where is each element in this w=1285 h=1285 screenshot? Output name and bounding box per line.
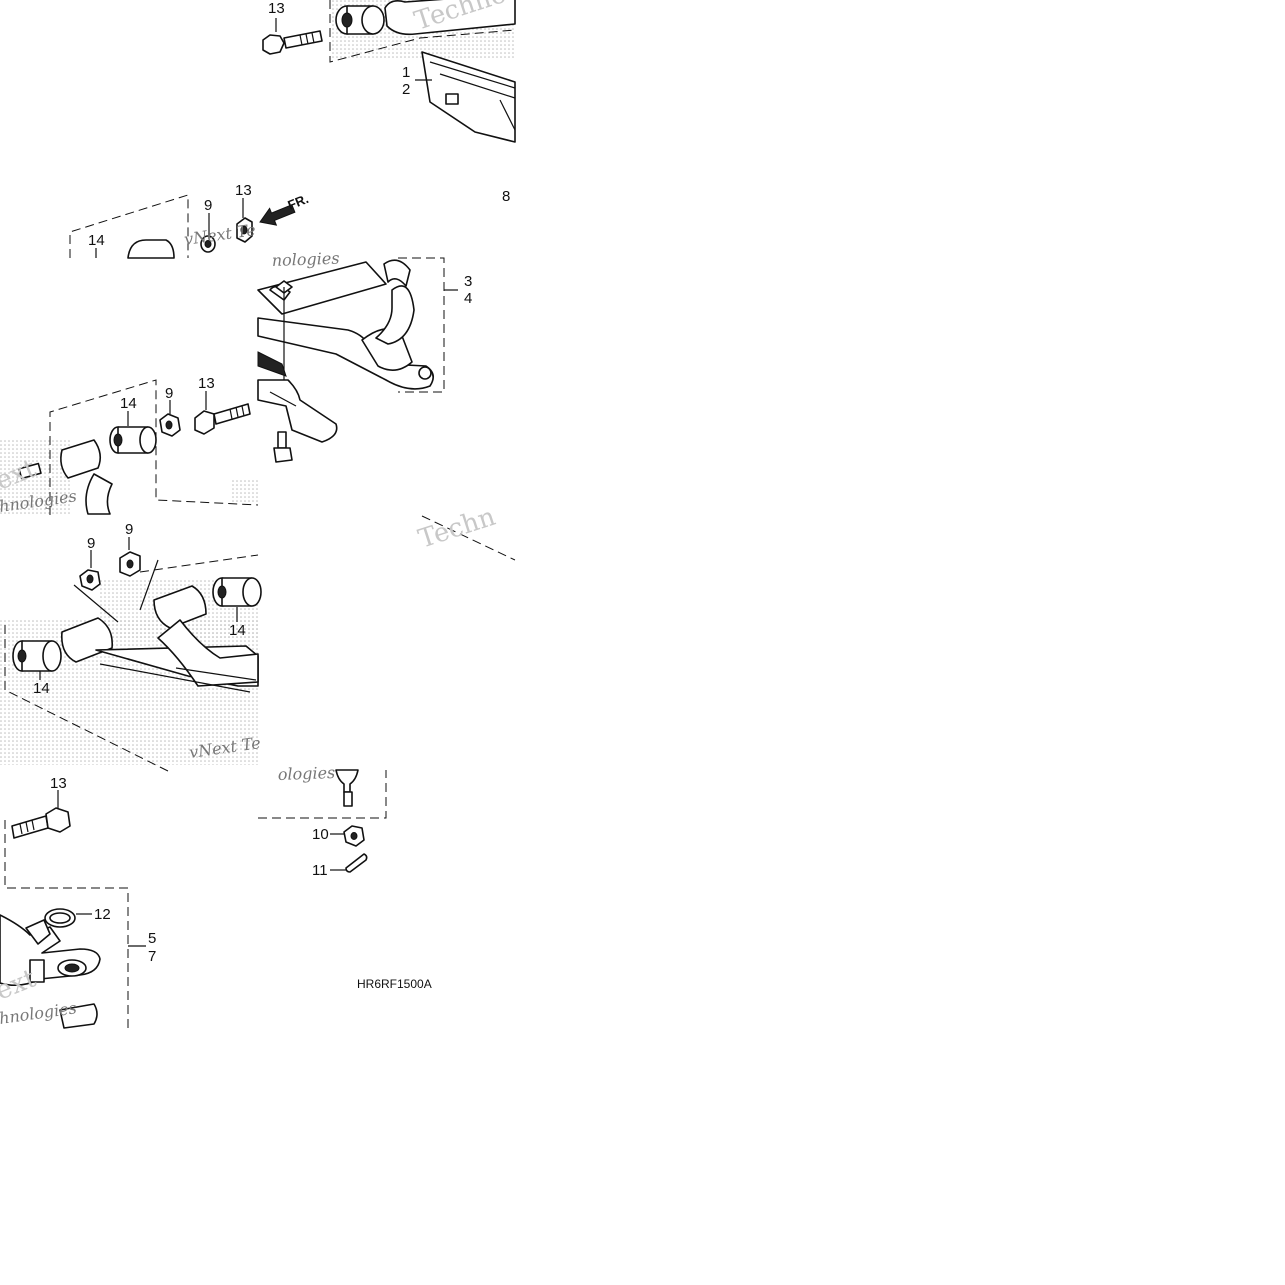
callout-2: 2 <box>402 81 410 98</box>
callout-5: 5 <box>148 930 156 947</box>
callout-9: 9 <box>165 385 173 402</box>
callout-7: 7 <box>148 948 156 965</box>
upper-arm <box>257 259 434 463</box>
upper-arm-section <box>69 194 458 463</box>
watermark: ologies <box>277 763 335 784</box>
castle-nut-10 <box>343 825 365 847</box>
callout-14: 14 <box>88 232 105 249</box>
callout-9: 9 <box>125 521 133 538</box>
nut-13 <box>236 217 253 243</box>
nut-9-left <box>79 569 101 591</box>
callout-14: 14 <box>33 680 50 697</box>
lower-arm-section <box>0 537 262 773</box>
cotter-pin-11 <box>345 853 368 873</box>
callout-13: 13 <box>198 375 215 392</box>
callout-14: 14 <box>120 395 137 412</box>
lower-knuckle-section <box>0 790 146 1029</box>
bushing-14-b <box>109 426 157 454</box>
callout-13: 13 <box>50 775 67 792</box>
bushing-14-c <box>212 577 262 607</box>
top-arm-assembly <box>262 0 516 143</box>
front-direction-label: FR. <box>286 191 311 213</box>
callout-14: 14 <box>229 622 246 639</box>
drawing-code: HR6RF1500A <box>357 977 432 991</box>
bushing-14-d <box>12 640 62 672</box>
washer-9-mid <box>159 413 181 437</box>
watermark: vNext Te <box>183 220 257 249</box>
callout-8: 8 <box>502 188 510 205</box>
snap-ring-12 <box>44 908 76 928</box>
bolt-13-top <box>262 30 323 55</box>
callout-1: 1 <box>402 64 410 81</box>
callout-9: 9 <box>204 197 212 214</box>
callout-3: 3 <box>464 273 472 290</box>
callout-13: 13 <box>235 182 252 199</box>
front-direction-arrow <box>259 204 296 226</box>
bolt-13-mid <box>194 403 251 435</box>
ball-joint <box>335 769 359 807</box>
watermark: nologies <box>271 249 339 270</box>
bushing-top <box>335 5 385 35</box>
nut-9-right <box>119 551 141 577</box>
bolt-13-bottom <box>11 807 71 839</box>
callout-9: 9 <box>87 535 95 552</box>
bushing-14-a <box>127 239 175 259</box>
cover-plate <box>421 51 516 143</box>
lower-arm-front-section <box>0 379 259 515</box>
ball-joint-section <box>258 769 387 873</box>
callout-10: 10 <box>312 826 329 843</box>
callout-4: 4 <box>464 290 472 307</box>
callout-11: 11 <box>312 862 328 879</box>
callout-13: 13 <box>268 0 285 17</box>
callout-12: 12 <box>94 906 111 923</box>
lower-arm-knuckle <box>0 914 101 1029</box>
